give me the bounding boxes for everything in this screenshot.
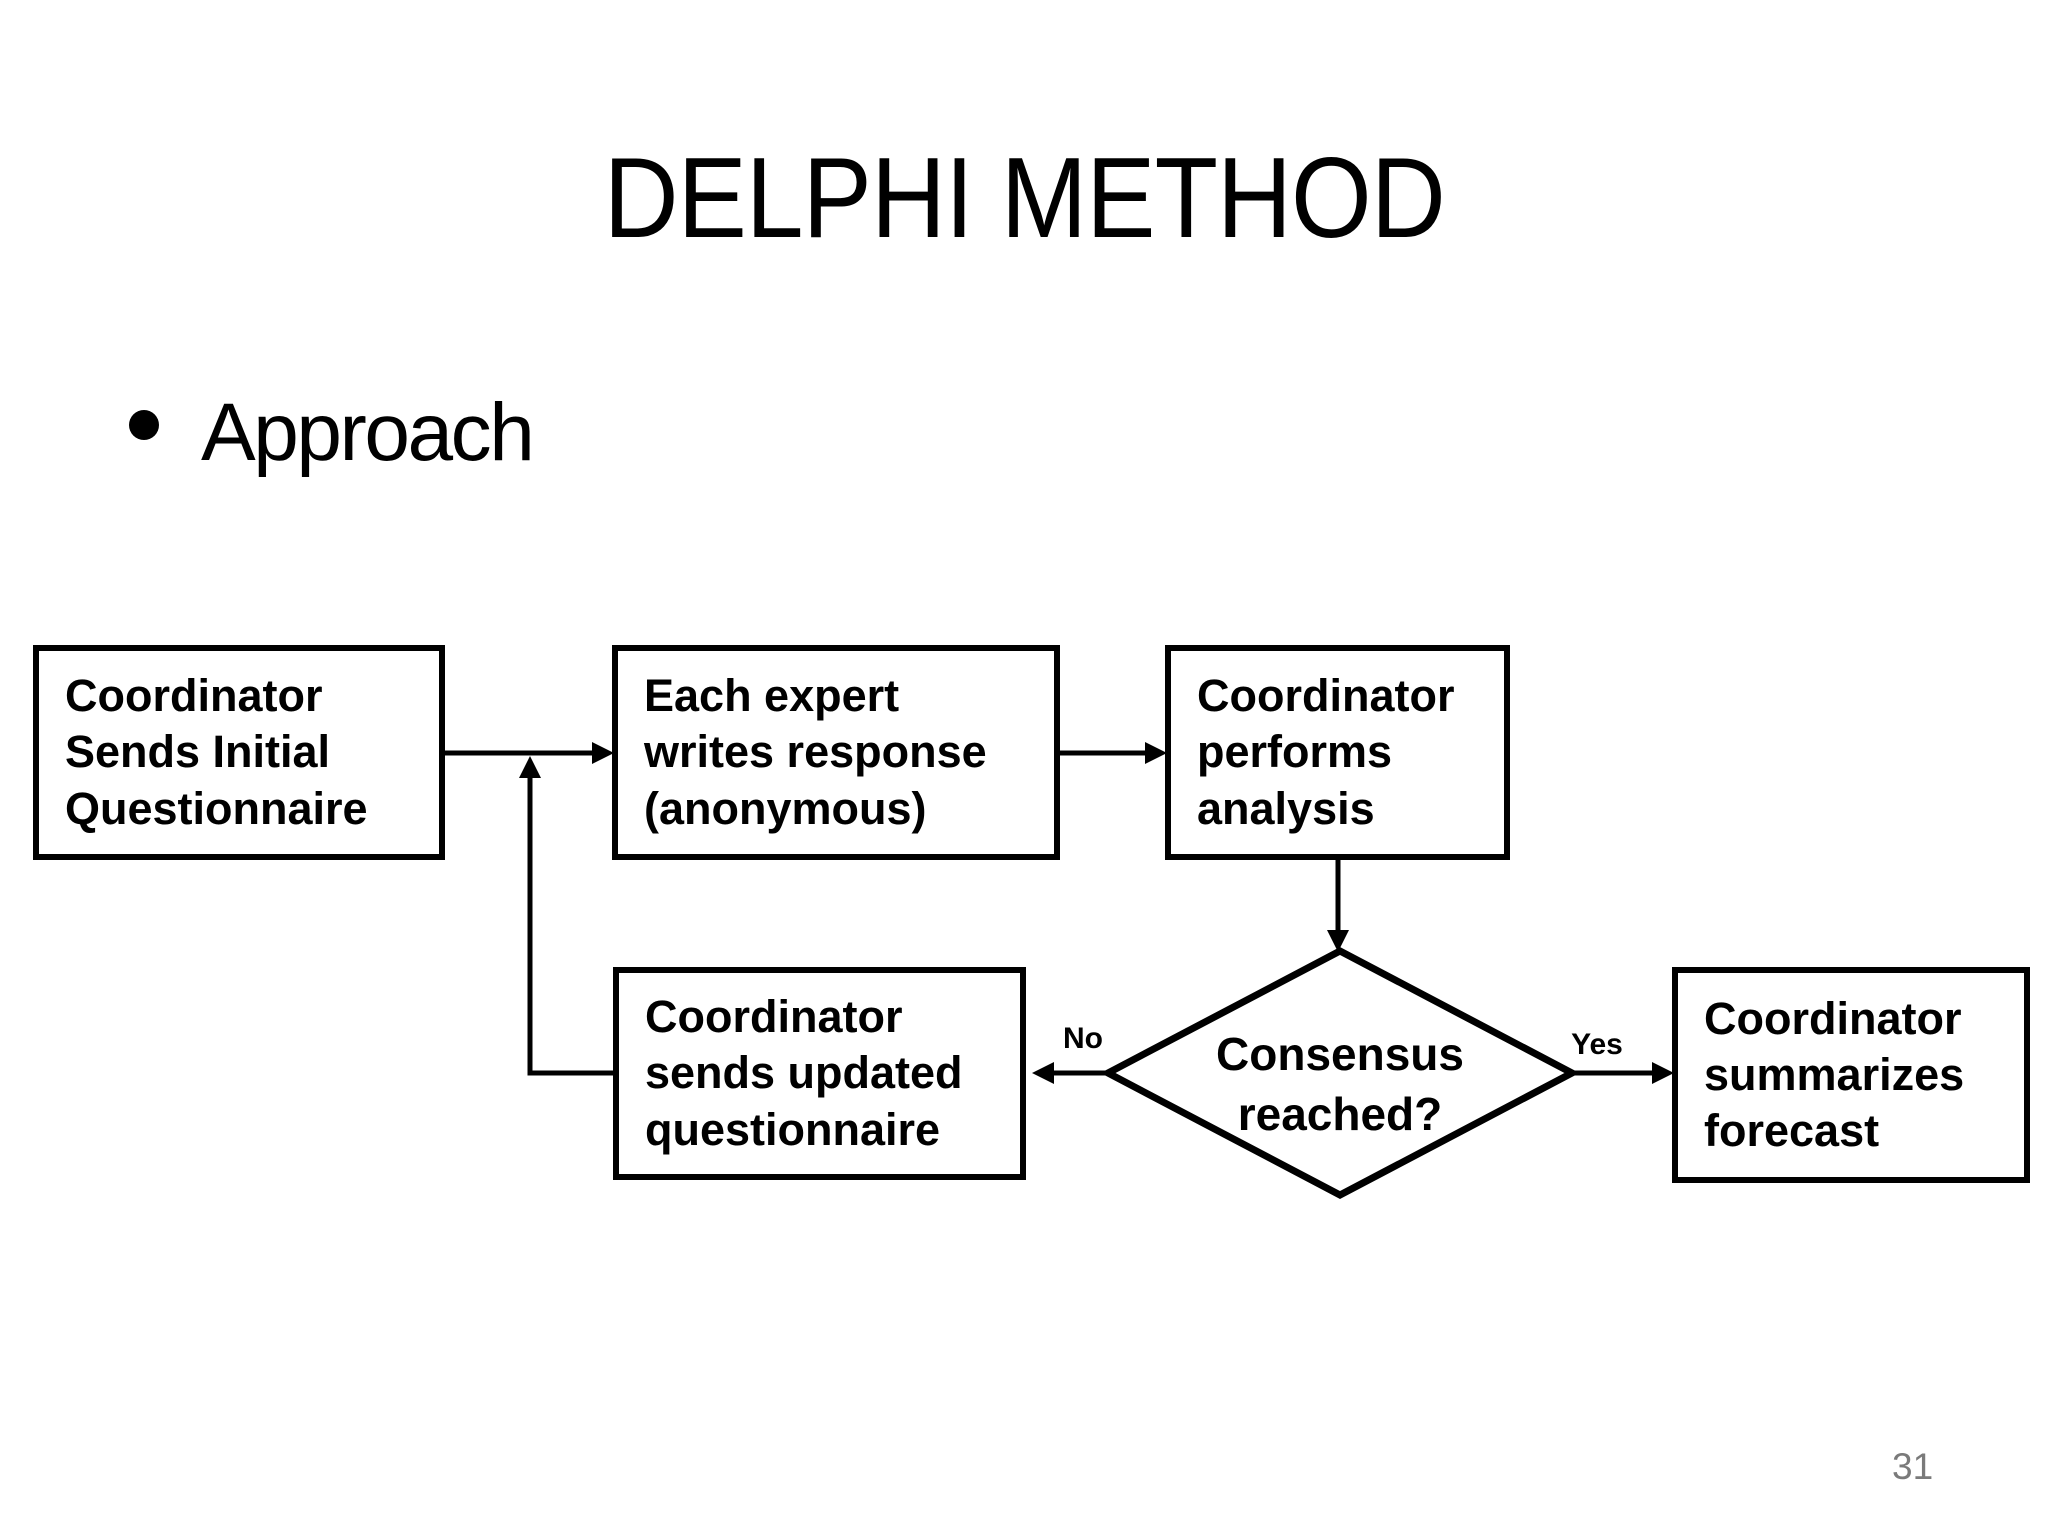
flow-box-summarizes-forecast: Coordinator summarizes forecast [1672,967,2030,1183]
decision-diamond-label: Consensus reached? [1216,1028,1464,1140]
page-number: 31 [1892,1446,1934,1487]
edge-label-yes: Yes [1571,1028,1623,1061]
flow-box-updated-questionnaire-label: Coordinator sends updated questionnaire [645,991,963,1155]
bullet-label: Approach [201,387,535,478]
edge-decision-to-updated-arrowhead-icon [1032,1062,1054,1084]
decision-diamond-shape [1100,947,1580,1199]
flow-box-expert-response-label: Each expert writes response (anonymous) [644,670,987,834]
flow-box-updated-questionnaire: Coordinator sends updated questionnaire [613,967,1026,1180]
bullet-icon [129,410,159,440]
flow-box-performs-analysis-label: Coordinator performs analysis [1197,670,1455,834]
edge-expert-to-analysis-arrowhead-icon [1145,742,1167,764]
edge-initial-to-expert-arrowhead-icon [592,742,614,764]
flow-box-performs-analysis: Coordinator performs analysis [1165,645,1510,860]
flow-box-initial-questionnaire-label: Coordinator Sends Initial Questionnaire [65,670,368,834]
edge-updated-feedback-line [527,776,613,1076]
flow-box-summarizes-forecast-label: Coordinator summarizes forecast [1704,992,1965,1157]
edge-analysis-to-decision-arrowhead-icon [1327,930,1349,952]
flow-box-expert-response: Each expert writes response (anonymous) [612,645,1060,860]
page-title-text: DELPHI METHOD [603,135,1445,262]
edge-label-no: No [1063,1022,1103,1055]
flow-box-initial-questionnaire: Coordinator Sends Initial Questionnaire [33,645,445,860]
page-title: DELPHI METHOD [0,142,2048,256]
edge-updated-feedback-arrowhead-icon [519,756,541,778]
edge-decision-to-forecast-arrowhead-icon [1652,1062,1674,1084]
